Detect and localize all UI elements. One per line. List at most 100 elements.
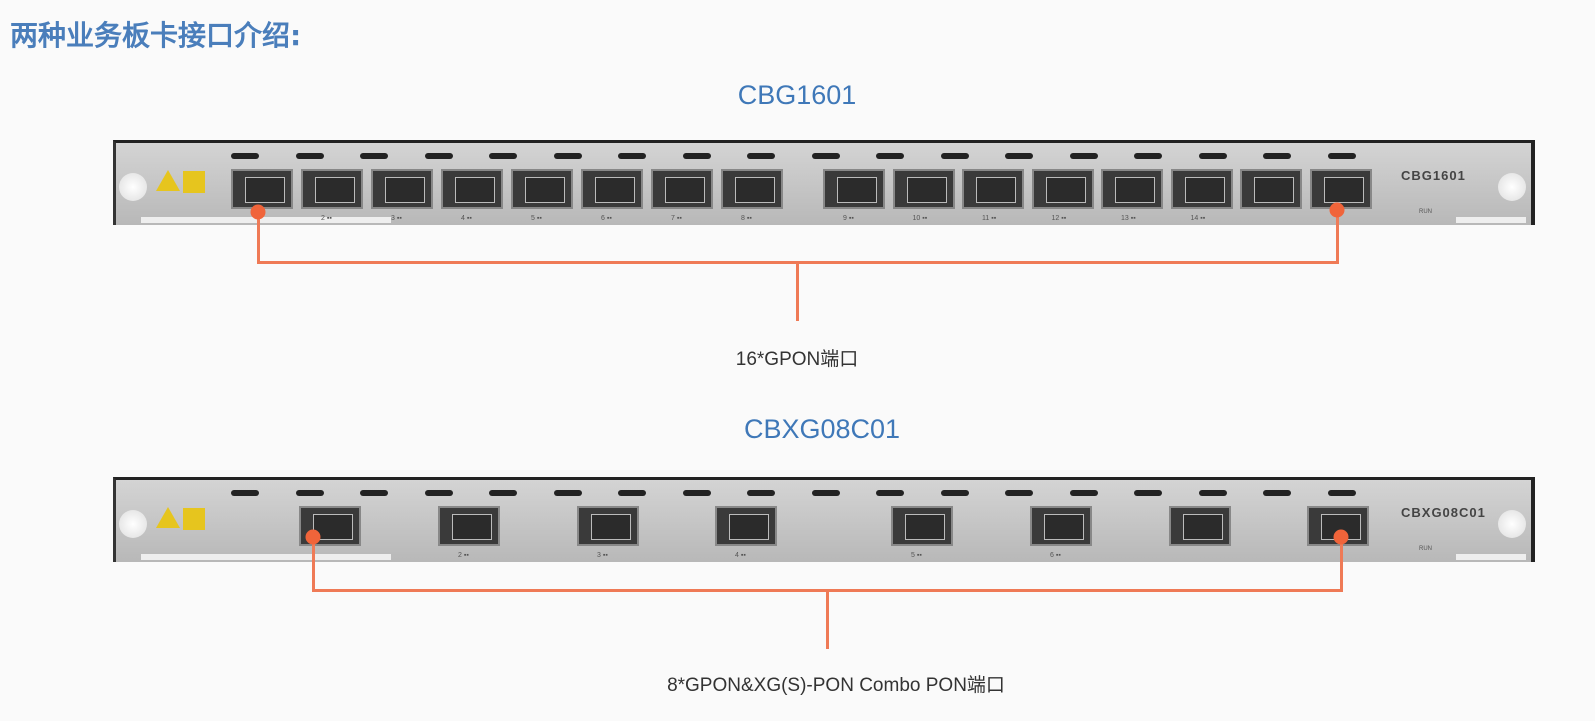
callout-line: [796, 261, 799, 321]
vent-slot: [1069, 153, 1098, 159]
sfp-port: [511, 169, 573, 209]
port-number: 6 ▪▪: [1050, 552, 1061, 559]
port-number: 3 ▪▪: [597, 552, 608, 559]
label-sticker: [183, 508, 205, 530]
vent-slot: [747, 490, 775, 496]
vent-slot: [1327, 153, 1356, 159]
sfp-port: [891, 506, 953, 546]
run-label: RUN: [1419, 209, 1432, 215]
port-number: 9 ▪▪: [843, 215, 854, 222]
callout-line: [1340, 537, 1343, 591]
port-number: 12 ▪▪: [1051, 215, 1067, 222]
vent-slot: [1263, 153, 1291, 159]
panel-strip: [141, 217, 391, 223]
vent-slot: [940, 490, 969, 496]
port-number: 10 ▪▪: [912, 215, 928, 222]
sfp-port: [962, 169, 1024, 209]
panel-screw-knob: [1498, 510, 1526, 538]
vent-slot: [811, 490, 840, 496]
vent-slot: [424, 153, 453, 159]
sfp-port: [581, 169, 643, 209]
laser-warning-icon: [156, 507, 180, 528]
callout-dot: [250, 204, 266, 220]
page-title: 两种业务板卡接口介绍:: [10, 19, 302, 52]
board-cbxg08c01-caption: 8*GPON&XG(S)-PON Combo PON端口: [667, 675, 1005, 696]
port-number: 13 ▪▪: [1121, 215, 1136, 222]
vent-slot: [553, 490, 582, 496]
run-label: RUN: [1419, 546, 1432, 552]
vent-slot: [1005, 153, 1033, 159]
port-number: 7 ▪▪: [671, 215, 682, 222]
panel-strip: [1456, 217, 1526, 223]
port-number: 4 ▪▪: [461, 215, 472, 222]
panel-screw-knob: [119, 173, 147, 201]
callout-line: [1336, 210, 1339, 263]
port-number: 14 ▪▪: [1190, 215, 1206, 222]
vent-slot: [876, 490, 904, 496]
sfp-port: [438, 506, 500, 546]
vent-slot: [1134, 153, 1162, 159]
board-title-cbxg08c01: CBXG08C01: [743, 414, 901, 444]
vent-slot: [682, 490, 711, 496]
vent-slot: [1069, 490, 1098, 496]
sfp-port: [231, 169, 293, 209]
board-title-cbg1601: CBG1601: [737, 80, 857, 110]
sfp-port: [651, 169, 713, 209]
vent-slot: [424, 490, 453, 496]
vent-slot: [231, 153, 259, 159]
vent-slot: [618, 153, 646, 159]
panel-label: CBXG08C01: [1401, 505, 1486, 520]
port-number: 5 ▪▪: [911, 552, 922, 559]
sfp-port: [823, 169, 885, 209]
sfp-port: [577, 506, 639, 546]
label-sticker: [183, 171, 205, 193]
sfp-port: [1101, 169, 1163, 209]
vent-slot: [1005, 490, 1033, 496]
vent-slot: [489, 490, 517, 496]
vent-slot: [231, 490, 259, 496]
panel-screw-knob: [119, 510, 147, 538]
sfp-port: [371, 169, 433, 209]
callout-line: [826, 589, 829, 649]
vent-slot: [1198, 490, 1227, 496]
vent-slot: [811, 153, 840, 159]
vent-slot: [1198, 153, 1227, 159]
vent-slot: [682, 153, 711, 159]
sfp-port: [1240, 169, 1302, 209]
sfp-port: [721, 169, 783, 209]
vent-slot: [1263, 490, 1291, 496]
sfp-port: [1030, 506, 1092, 546]
vent-slot: [360, 490, 388, 496]
panel-screw-knob: [1498, 173, 1526, 201]
callout-line: [257, 212, 260, 263]
vent-slot: [360, 153, 388, 159]
port-number: 4 ▪▪: [735, 552, 746, 559]
vent-slot: [295, 153, 324, 159]
vent-slot: [1327, 490, 1356, 496]
laser-warning-icon: [156, 170, 180, 191]
port-number: 5 ▪▪: [531, 215, 542, 222]
sfp-port: [1031, 169, 1094, 209]
port-number: 6 ▪▪: [601, 215, 612, 222]
vent-slot: [940, 153, 969, 159]
sfp-port: [1309, 169, 1372, 209]
sfp-port: [1170, 169, 1233, 209]
board-cbg1601-panel: 2 ▪▪3 ▪▪4 ▪▪5 ▪▪6 ▪▪7 ▪▪8 ▪▪9 ▪▪10 ▪▪11 …: [113, 140, 1535, 225]
callout-dot: [1333, 529, 1349, 545]
sfp-port: [892, 169, 955, 209]
vent-slot: [295, 490, 324, 496]
callout-dot: [1329, 202, 1345, 218]
panel-strip: [1456, 554, 1526, 560]
callout-line: [312, 537, 315, 591]
sfp-port: [441, 169, 503, 209]
panel-strip: [141, 554, 391, 560]
vent-slot: [489, 153, 517, 159]
vent-slot: [876, 153, 904, 159]
port-number: 3 ▪▪: [391, 215, 402, 222]
board-cbg1601-caption: 16*GPON端口: [735, 349, 859, 370]
port-number: 11 ▪▪: [982, 215, 997, 222]
vent-slot: [747, 153, 775, 159]
port-number: 2 ▪▪: [458, 552, 469, 559]
vent-slot: [1134, 490, 1162, 496]
